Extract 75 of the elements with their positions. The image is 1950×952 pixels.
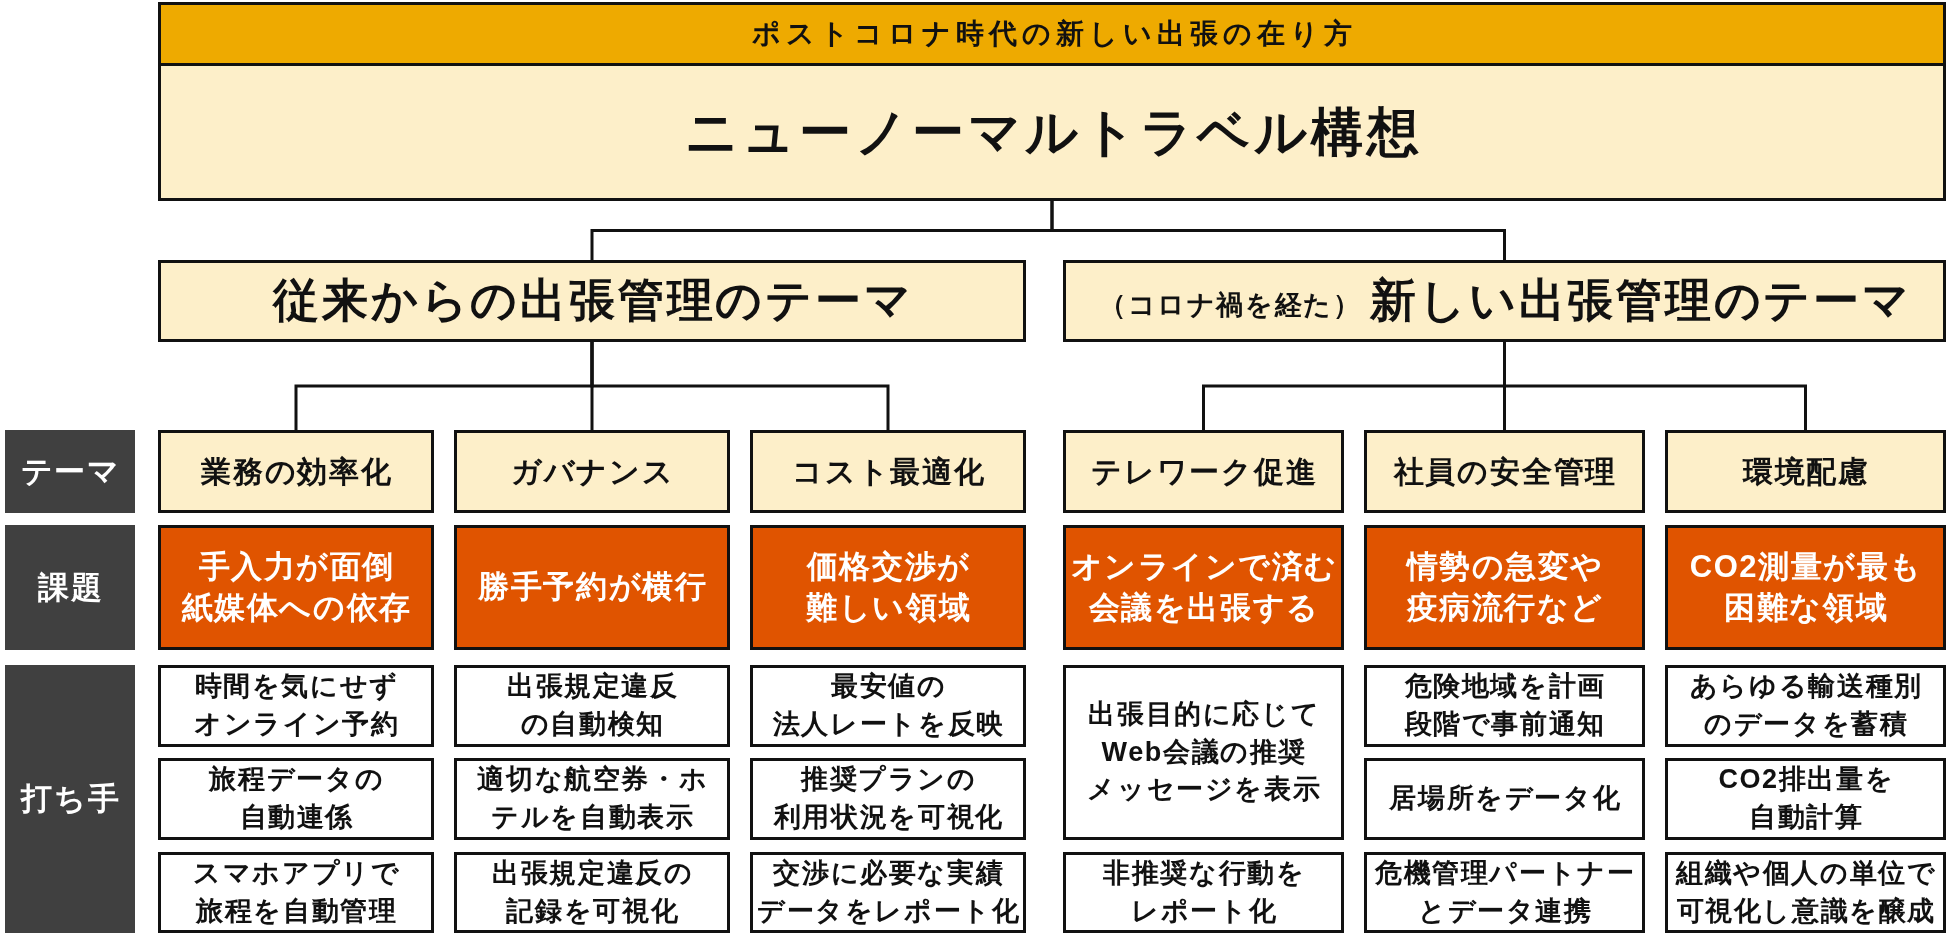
- measure-text: 組織や個人の単位で可視化し意識を醸成: [1674, 856, 1937, 928]
- theme-label: テレワーク促進: [1090, 453, 1318, 490]
- connector-line: [1503, 342, 1807, 430]
- measure-text: 出張目的に応じてWeb会議の推奨メッセージを表示: [1086, 697, 1322, 807]
- measure-box: [158, 852, 434, 933]
- title-box: [158, 63, 1946, 201]
- measure-box: [1665, 758, 1946, 840]
- measure-box: [1063, 665, 1344, 840]
- theme-label: 業務の効率化: [200, 453, 393, 490]
- issue-text: CO2測量が最も困難な領域: [1688, 548, 1923, 627]
- category-box: [1063, 260, 1946, 342]
- measure-box: [454, 852, 730, 933]
- measure-text: 危険地域を計画段階で事前通知: [1403, 670, 1606, 741]
- measure-text: 適切な航空券・ホテルを自動表示: [476, 763, 709, 834]
- measure-text: スマホアプリで旅程を自動管理: [192, 856, 401, 928]
- category-title: 新しい出張管理のテーマ: [1369, 273, 1912, 329]
- row-header-text: テーマ: [19, 452, 121, 491]
- category-title: 従来からの出張管理のテーマ: [271, 273, 914, 329]
- measure-box: [158, 758, 434, 840]
- measure-box: [1364, 758, 1645, 840]
- theme-label: ガバナンス: [509, 453, 675, 490]
- main-title: ニューノーマルトラベル構想: [683, 101, 1424, 163]
- measure-text: 交渉に必要な実績データをレポート化: [756, 856, 1021, 928]
- theme-box: [158, 430, 434, 513]
- issue-box: [454, 525, 730, 650]
- measure-text: 旅程データの自動連係: [207, 763, 385, 834]
- measure-box: [750, 665, 1026, 747]
- measure-text: 危機管理パートナーとデータ連携: [1374, 856, 1636, 928]
- measure-box: [454, 758, 730, 840]
- theme-box: [1063, 430, 1344, 513]
- theme-box: [1665, 430, 1946, 513]
- connector-line: [590, 342, 890, 430]
- measure-box: [1665, 852, 1946, 933]
- connector-line: [1050, 201, 1506, 260]
- category-box: [158, 260, 1026, 342]
- measure-box: [750, 758, 1026, 840]
- measure-text: 最安値の法人レートを反映: [771, 670, 1005, 741]
- theme-box: [750, 430, 1026, 513]
- row-header-tab: [5, 665, 135, 933]
- category-note: （コロナ禍を経た）: [1097, 288, 1362, 322]
- measure-box: [1063, 852, 1344, 933]
- theme-label: コスト最適化: [791, 453, 986, 490]
- row-header-text: 打ち手: [19, 780, 121, 818]
- measure-text: 非推奨な行動をレポート化: [1102, 856, 1306, 928]
- measure-text: 推奨プランの利用状況を可視化: [772, 763, 1004, 834]
- measure-box: [1364, 852, 1645, 933]
- measure-box: [454, 665, 730, 747]
- issue-box: [1364, 525, 1645, 650]
- measure-text: CO2排出量を自動計算: [1717, 763, 1895, 834]
- issue-box: [750, 525, 1026, 650]
- issue-box: [158, 525, 434, 650]
- row-header-text: 課題: [36, 568, 104, 607]
- issue-text: 手入力が面倒紙媒体への依存: [180, 548, 412, 627]
- measure-box: [158, 665, 434, 747]
- measure-box: [1665, 665, 1946, 747]
- issue-text: 勝手予約が横行: [477, 568, 708, 607]
- measure-text: 居場所をデータ化: [1388, 782, 1622, 816]
- theme-label: 環境配慮: [1741, 453, 1870, 490]
- issue-box: [1063, 525, 1344, 650]
- theme-box: [454, 430, 730, 513]
- measure-text: 出張規定違反の自動検知: [505, 670, 679, 741]
- issue-text: オンラインで済む会議を出張する: [1069, 548, 1338, 627]
- measure-text: 出張規定違反の記録を可視化: [491, 856, 694, 928]
- measure-text: 時間を気にせずオンライン予約: [193, 670, 400, 741]
- theme-box: [1364, 430, 1645, 513]
- heading-band: [158, 2, 1946, 66]
- row-header-tab: [5, 525, 135, 650]
- issue-text: 価格交渉が難しい領域: [805, 548, 972, 627]
- row-header-tab: [5, 430, 135, 513]
- issue-text: 情勢の急変や疫病流行など: [1405, 548, 1604, 627]
- measure-text: あらゆる輸送種別のデータを蓄積: [1688, 670, 1923, 741]
- heading-text: ポストコロナ時代の新しい出張の在り方: [750, 17, 1358, 51]
- issue-box: [1665, 525, 1946, 650]
- theme-label: 社員の安全管理: [1392, 453, 1618, 490]
- measure-box: [1364, 665, 1645, 747]
